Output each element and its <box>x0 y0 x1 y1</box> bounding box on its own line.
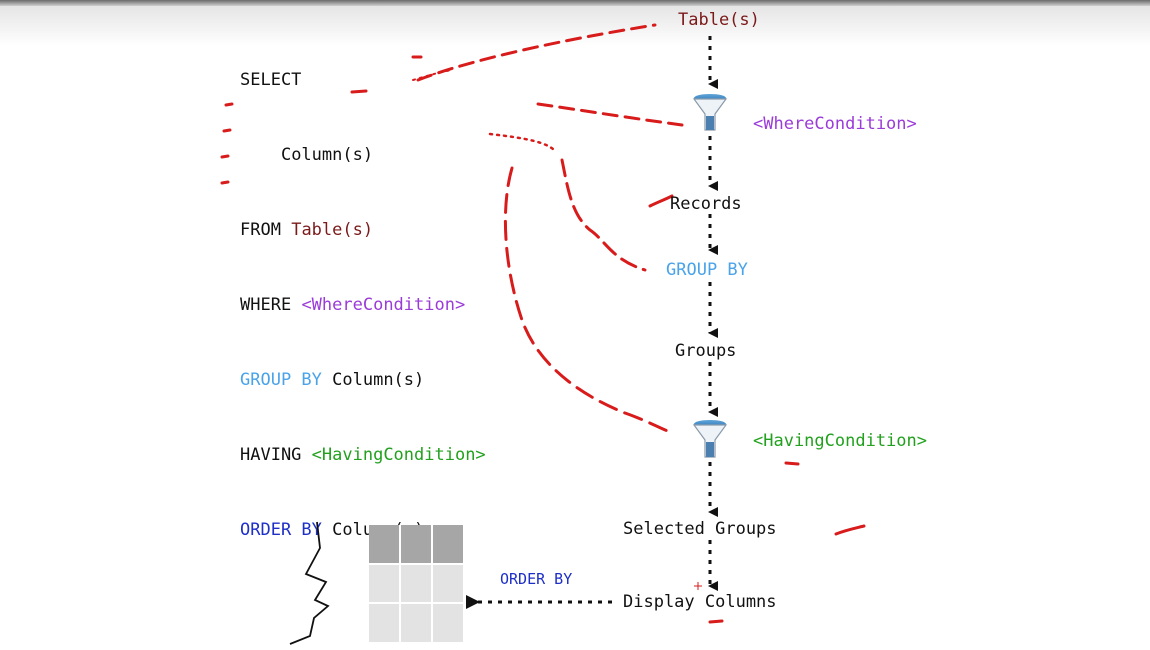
link-groupby-dotted <box>488 132 558 154</box>
flow-arrows <box>466 36 718 609</box>
flow-having-condition: <HavingCondition> <box>753 431 927 451</box>
code-line-columns: Column(s) <box>240 143 486 168</box>
tick-selected <box>834 524 866 536</box>
select-columns: Column(s) <box>280 145 374 165</box>
groupby-columns: Column(s) <box>332 370 425 390</box>
from-table: Table(s) <box>291 220 374 240</box>
table-header-cell <box>369 525 399 563</box>
select-keyword: SELECT <box>240 70 302 90</box>
bullet-orderby <box>220 180 230 185</box>
red-annotations <box>220 23 866 624</box>
table-cell <box>433 564 463 603</box>
where-condition: <WhereCondition> <box>301 295 466 315</box>
table-cell <box>369 564 399 603</box>
table-cell <box>401 604 431 642</box>
having-funnel-icon <box>692 420 728 458</box>
groupby-keyword: GROUP BY <box>240 370 322 390</box>
code-line-groupby: GROUP BY Column(s) <box>240 368 486 393</box>
table-header-cell <box>433 525 463 563</box>
code-line-having: HAVING <HavingCondition> <box>240 443 486 468</box>
having-condition: <HavingCondition> <box>311 445 486 465</box>
flow-table-label: Table(s) <box>678 10 760 30</box>
tick-display <box>708 619 724 624</box>
tick-records <box>648 194 674 208</box>
flow-orderby-label: ORDER BY <box>500 570 573 588</box>
flow-groupby-label: GROUP BY <box>666 260 748 280</box>
code-line-from: FROM Table(s) <box>240 218 486 243</box>
handwritten-squiggle <box>289 521 330 645</box>
window-top-bar <box>0 0 1150 6</box>
result-table-icon <box>369 525 463 642</box>
having-keyword: HAVING <box>240 445 302 465</box>
flow-records-label: Records <box>670 194 742 214</box>
flow-selected-groups: Selected Groups <box>623 519 777 539</box>
link-table-to-top <box>416 23 657 82</box>
table-cell <box>369 604 399 642</box>
table-cell <box>401 564 431 603</box>
cursor-cross <box>694 582 702 590</box>
flow-display-columns: Display Columns <box>623 592 777 612</box>
flow-groups-label: Groups <box>675 341 737 361</box>
from-keyword: FROM <box>240 220 281 240</box>
bullet-having <box>220 154 230 159</box>
link-groupby <box>560 158 647 272</box>
code-line-select: SELECT <box>240 68 486 93</box>
bullet-groupby <box>222 128 232 133</box>
link-where <box>536 102 684 127</box>
flow-where-condition: <WhereCondition> <box>753 114 917 134</box>
table-header-cell <box>401 525 431 563</box>
table-cell <box>433 604 463 642</box>
code-line-where: WHERE <WhereCondition> <box>240 293 486 318</box>
where-keyword: WHERE <box>240 295 292 315</box>
tick-having <box>784 461 800 466</box>
underline-table <box>350 89 368 94</box>
link-having <box>503 166 672 434</box>
bullet-where <box>224 102 234 107</box>
sql-code-block: SELECT Column(s) FROM Table(s) WHERE <Wh… <box>240 18 486 568</box>
where-funnel-icon <box>692 94 728 131</box>
link-table-dotted <box>412 69 453 81</box>
